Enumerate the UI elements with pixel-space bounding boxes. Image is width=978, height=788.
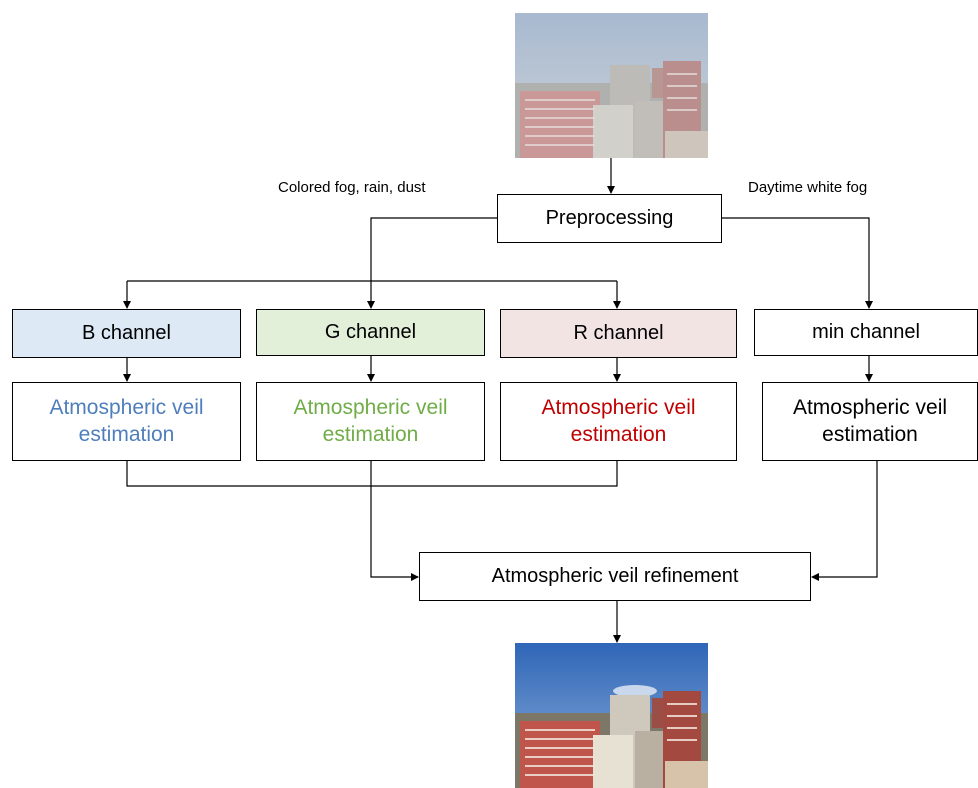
preprocessing-box: Preprocessing <box>497 194 722 243</box>
veil-line1: Atmospheric veil <box>293 396 448 420</box>
output-image <box>515 643 708 788</box>
min-veil-estimation-box: Atmospheric veil estimation <box>762 382 978 461</box>
veil-line2: estimation <box>78 422 175 446</box>
veil-line1: Atmospheric veil <box>49 396 204 420</box>
r-veil-estimation-box: Atmospheric veil estimation <box>500 382 737 461</box>
g-veil-estimation-box: Atmospheric veil estimation <box>256 382 485 461</box>
g-channel-box: G channel <box>256 309 485 356</box>
veil-line1: Atmospheric veil <box>541 396 696 420</box>
veil-line2: estimation <box>570 422 667 446</box>
veil-line2: estimation <box>322 422 419 446</box>
daytime-fog-label: Daytime white fog <box>748 179 868 196</box>
min-channel-box: min channel <box>754 309 978 356</box>
b-channel-box: B channel <box>12 309 241 358</box>
veil-line1: Atmospheric veil <box>792 396 948 420</box>
veil-line2: estimation <box>822 422 918 446</box>
r-channel-box: R channel <box>500 309 737 358</box>
b-veil-estimation-box: Atmospheric veil estimation <box>12 382 241 461</box>
input-image <box>515 13 708 158</box>
colored-fog-label: Colored fog, rain, dust <box>278 179 426 196</box>
refinement-box: Atmospheric veil refinement <box>419 552 811 601</box>
